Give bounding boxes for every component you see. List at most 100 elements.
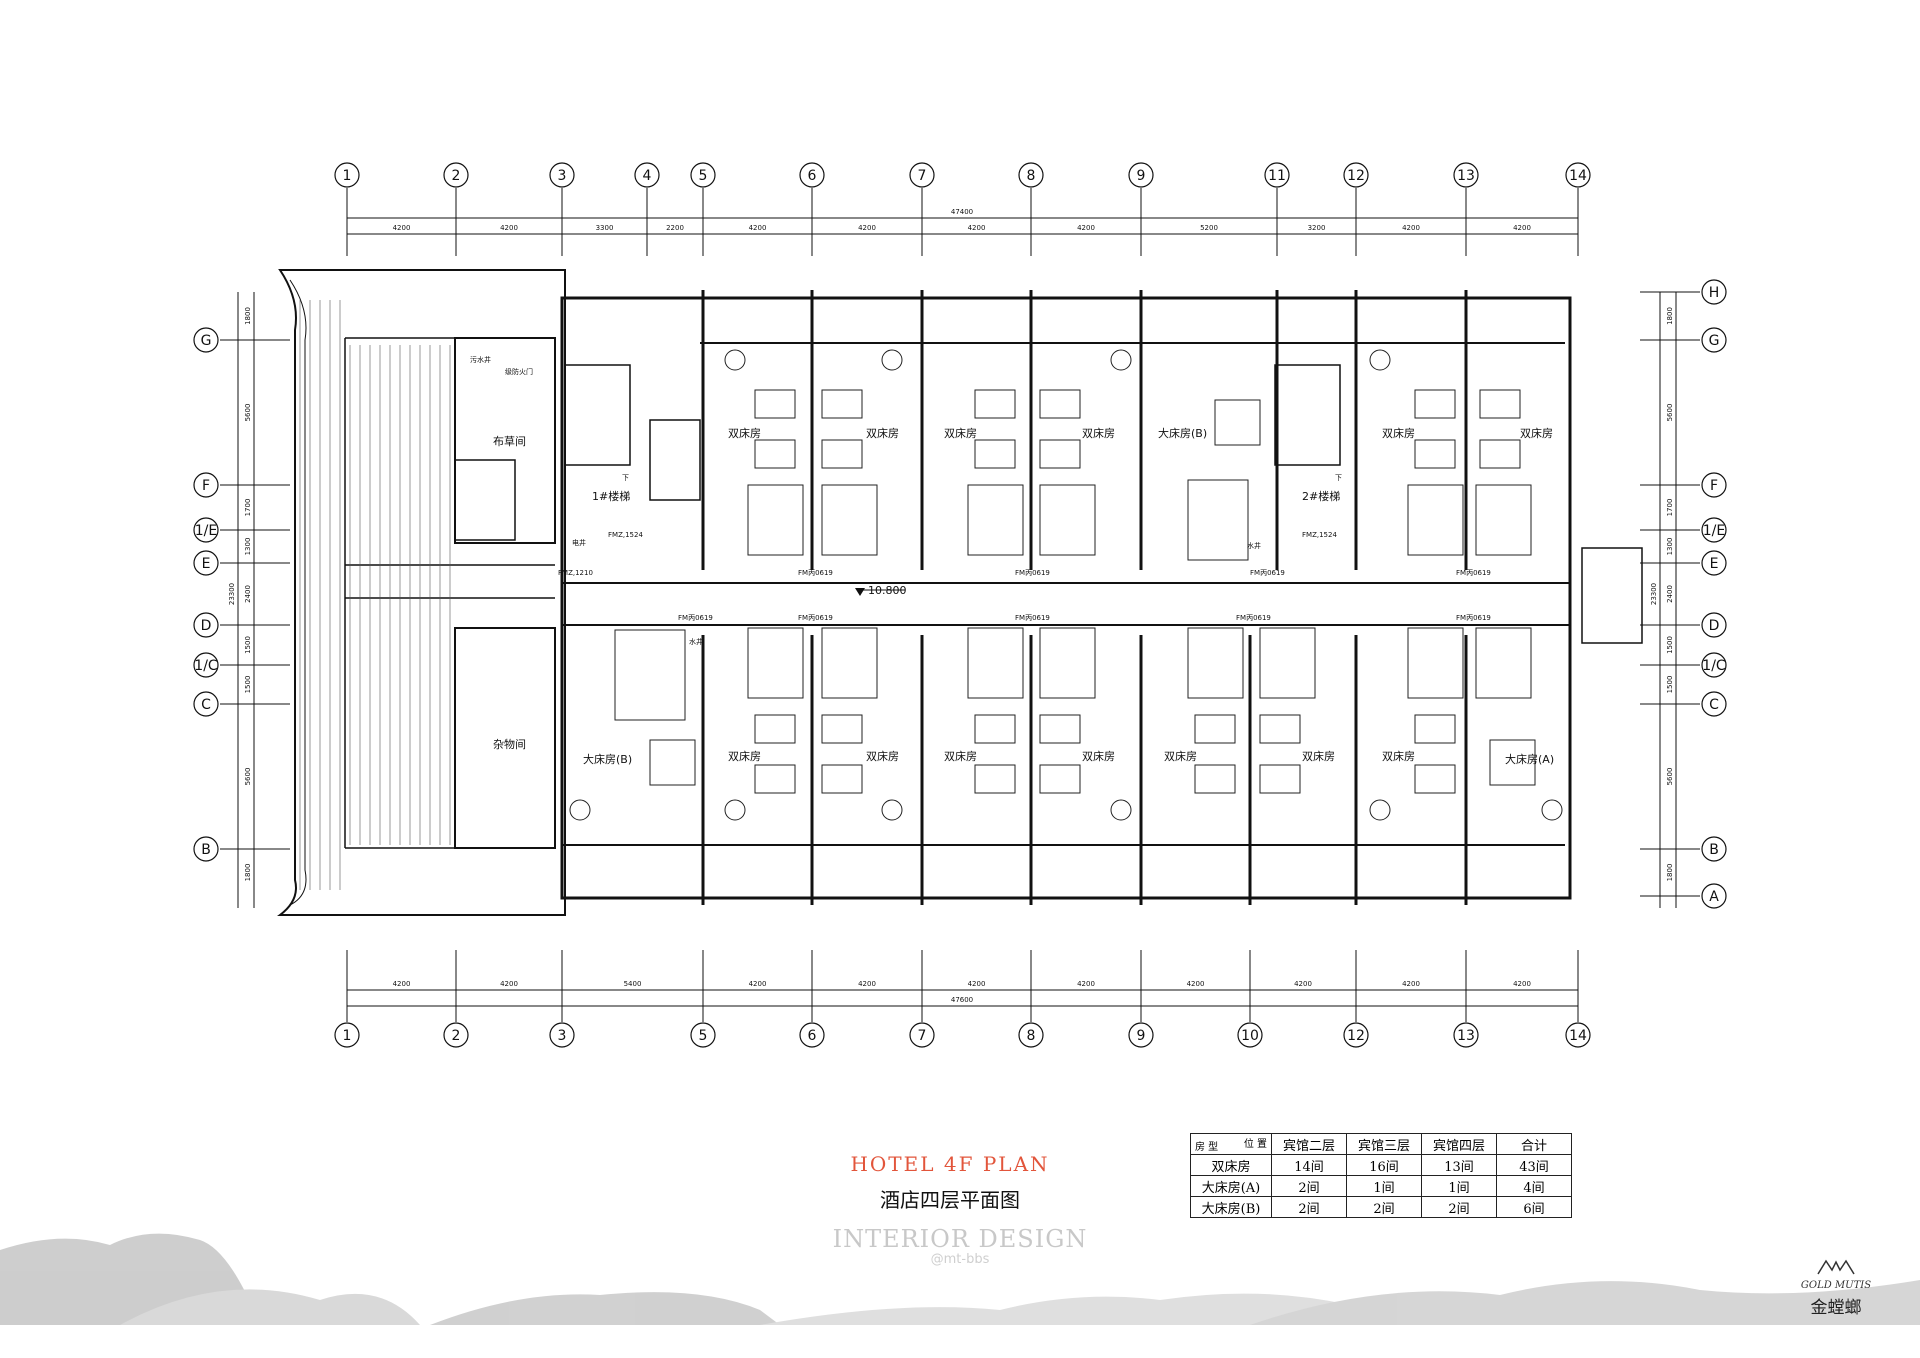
axis-label: 13: [1457, 168, 1475, 184]
dimension-value: 4200: [500, 224, 518, 232]
dimension-value: 47400: [951, 208, 973, 216]
room-label: 双床房: [1382, 426, 1415, 440]
dimension-value: 4200: [1187, 980, 1205, 988]
dimension-value: 1500: [1666, 676, 1674, 694]
dimension-value: 5600: [1666, 404, 1674, 422]
axis-bubble: 9: [1128, 1022, 1154, 1048]
dimension-value: 4200: [393, 980, 411, 988]
stair-label: 2#楼梯: [1302, 489, 1340, 503]
axis-bubble: C: [193, 691, 219, 717]
dimension-value: 4200: [1402, 980, 1420, 988]
table-header-row: 位 置 房 型 宾馆二层 宾馆三层 宾馆四层 合计: [1190, 1133, 1572, 1155]
room-count-table: 位 置 房 型 宾馆二层 宾馆三层 宾馆四层 合计 双床房 14间 16间 13…: [1190, 1133, 1572, 1218]
electric-shaft-label: 电井: [572, 538, 586, 547]
axis-label: 3: [558, 1028, 567, 1044]
axis-bubble: B: [193, 836, 219, 862]
door-tag: FMZ,1210: [558, 569, 593, 577]
dimension-value: 3300: [596, 224, 614, 232]
stair-label: 1#楼梯: [592, 489, 630, 503]
axis-label: E: [1710, 556, 1719, 572]
axis-label: 1/C: [194, 658, 218, 674]
dimension-value: 2400: [1666, 585, 1674, 603]
room-label: 双床房: [728, 749, 761, 763]
table-header: 宾馆四层: [1421, 1133, 1497, 1155]
axis-label: A: [1709, 889, 1719, 905]
dimension-value: 1800: [244, 864, 252, 882]
dimension-value: 1300: [244, 538, 252, 556]
dimension-value: 23300: [1650, 583, 1658, 605]
dimension-value: 2400: [244, 585, 252, 603]
axis-bubble: H: [1701, 279, 1727, 305]
axis-bubble: 4: [634, 162, 660, 188]
table-corner-cell: 位 置 房 型: [1190, 1133, 1272, 1155]
axis-bubble: 7: [909, 1022, 935, 1048]
dimension-value: 4200: [1402, 224, 1420, 232]
axis-label: B: [201, 842, 211, 858]
table-cell: 13间: [1421, 1154, 1497, 1176]
axis-bubble: 5: [690, 162, 716, 188]
table-cell: 16间: [1346, 1154, 1422, 1176]
axis-bubble: 13: [1453, 162, 1479, 188]
sewage-shaft-label: 污水井: [470, 355, 491, 364]
door-tag: FM丙0619: [678, 614, 713, 622]
axis-bubble: 10: [1237, 1022, 1263, 1048]
axis-bubble: E: [1701, 550, 1727, 576]
axis-bubble: 2: [443, 1022, 469, 1048]
axis-bubble: 2: [443, 162, 469, 188]
room-walls: [701, 290, 1468, 905]
axis-bubble: D: [193, 612, 219, 638]
stair-direction: 下: [622, 474, 629, 482]
linen-room-label: 布草间: [493, 435, 526, 448]
room-type-cell: 大床房(A): [1190, 1175, 1272, 1197]
level-label: 10.800: [868, 584, 907, 597]
dimension-value: 4200: [749, 224, 767, 232]
axis-bubble: E: [193, 550, 219, 576]
watermark-handle: @mt-bbs: [930, 1252, 990, 1267]
table-cell: 2间: [1346, 1196, 1422, 1218]
axis-label: G: [201, 333, 212, 349]
dimension-value: 1700: [244, 499, 252, 517]
axis-bubble: 6: [799, 162, 825, 188]
table-cell: 1间: [1421, 1175, 1497, 1197]
mantis-logo-icon: [1817, 1259, 1855, 1275]
axis-label: H: [1709, 285, 1720, 301]
dimension-value: 1800: [244, 307, 252, 325]
door-tag: FM丙0619: [1015, 569, 1050, 577]
dimension-value: 1700: [1666, 499, 1674, 517]
axis-label: 1/C: [1702, 658, 1726, 674]
plan-title: HOTEL 4F PLAN 酒店四层平面图: [800, 1152, 1100, 1213]
axis-label: 8: [1027, 168, 1036, 184]
room-label: 双床房: [866, 426, 899, 440]
axis-bubble: 14: [1565, 1022, 1591, 1048]
axis-bubble: 1/E: [1701, 517, 1727, 543]
dimension-value: 5600: [244, 768, 252, 786]
dimension-right: 1800560017001300240015001500560018002330…: [1650, 307, 1674, 881]
table-row: 大床房(B) 2间 2间 2间 6间: [1190, 1196, 1572, 1218]
room-label: 双床房: [1164, 749, 1197, 763]
axis-label: B: [1709, 842, 1719, 858]
axis-label: 1/E: [195, 523, 217, 539]
axis-label: 13: [1457, 1028, 1475, 1044]
stair-direction: 下: [1335, 474, 1342, 482]
axis-label: 5: [699, 168, 708, 184]
axis-bubble: F: [1701, 472, 1727, 498]
room-label: 双床房: [1520, 426, 1553, 440]
room-label: 双床房: [728, 426, 761, 440]
axis-bubble: 9: [1128, 162, 1154, 188]
room-label: 双床房: [1082, 749, 1115, 763]
dimension-value: 1300: [1666, 538, 1674, 556]
axis-label: 14: [1569, 1028, 1587, 1044]
level-marker: 10.800: [855, 584, 907, 597]
axis-bubble: 1/C: [1701, 652, 1727, 678]
axis-label: D: [1709, 618, 1720, 634]
door-tag: FM丙0619: [798, 569, 833, 577]
table-cell: 4间: [1496, 1175, 1572, 1197]
dimension-value: 4200: [1294, 980, 1312, 988]
storage-room-label: 杂物间: [493, 737, 526, 751]
